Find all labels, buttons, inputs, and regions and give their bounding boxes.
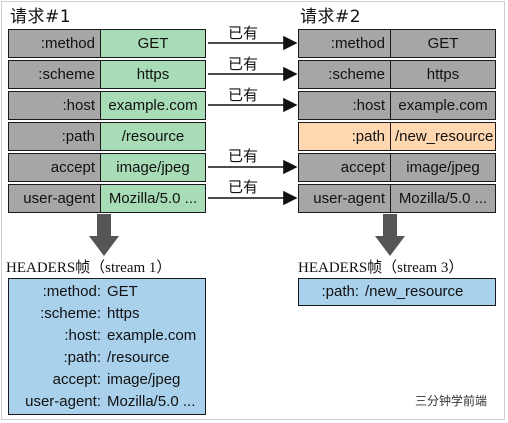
left-down-arrow bbox=[89, 214, 119, 256]
left-frame-key-scheme: :scheme: bbox=[40, 305, 101, 322]
right-row-host: :host example.com bbox=[298, 91, 496, 120]
left-frame-value-accept: image/jpeg bbox=[107, 371, 181, 388]
left-key-accept: accept bbox=[8, 153, 102, 182]
right-value-method: GET bbox=[390, 29, 496, 58]
right-value-path-changed: /new_resource bbox=[390, 122, 496, 151]
left-row-scheme: :scheme https bbox=[8, 60, 206, 89]
left-frame-value-host: example.com bbox=[107, 327, 197, 344]
right-row-path: :path /new_resource bbox=[298, 122, 496, 151]
left-key-path: :path bbox=[8, 122, 102, 151]
right-frame-caption: HEADERS帧（stream 3） bbox=[298, 260, 464, 276]
right-value-scheme: https bbox=[390, 60, 496, 89]
right-key-scheme: :scheme bbox=[298, 60, 392, 89]
left-frame-key-user-agent: user-agent: bbox=[25, 393, 101, 410]
left-row-method: :method GET bbox=[8, 29, 206, 58]
left-key-host: :host bbox=[8, 91, 102, 120]
left-key-method: :method bbox=[8, 29, 102, 58]
left-value-scheme: https bbox=[100, 60, 206, 89]
left-value-user-agent: Mozilla/5.0 ... bbox=[100, 184, 206, 213]
left-frame-value-scheme: https bbox=[107, 305, 140, 322]
right-value-user-agent: Mozilla/5.0 ... bbox=[390, 184, 496, 213]
right-down-arrow bbox=[375, 214, 405, 256]
left-frame-value-user-agent: Mozilla/5.0 ... bbox=[107, 393, 196, 410]
left-key-scheme: :scheme bbox=[8, 60, 102, 89]
watermark-text: 三分钟学前端 bbox=[415, 392, 488, 409]
left-row-host: :host example.com bbox=[8, 91, 206, 120]
label-existing-scheme: 已有 bbox=[228, 55, 259, 73]
right-row-user-agent: user-agent Mozilla/5.0 ... bbox=[298, 184, 496, 213]
left-request-title: 请求#1 bbox=[10, 7, 72, 27]
left-frame-caption: HEADERS帧（stream 1） bbox=[6, 260, 172, 276]
left-headers-frame: :method: GET :scheme: https :host: examp… bbox=[8, 278, 206, 415]
left-value-method: GET bbox=[100, 29, 206, 58]
right-key-accept: accept bbox=[298, 153, 392, 182]
right-key-user-agent: user-agent bbox=[298, 184, 392, 213]
right-row-accept: accept image/jpeg bbox=[298, 153, 496, 182]
right-row-method: :method GET bbox=[298, 29, 496, 58]
label-existing-user-agent: 已有 bbox=[228, 178, 259, 196]
label-existing-host: 已有 bbox=[228, 86, 259, 104]
left-row-accept: accept image/jpeg bbox=[8, 153, 206, 182]
right-key-path: :path bbox=[298, 122, 392, 151]
left-value-accept: image/jpeg bbox=[100, 153, 206, 182]
label-existing-method: 已有 bbox=[228, 24, 259, 42]
right-key-method: :method bbox=[298, 29, 392, 58]
right-value-accept: image/jpeg bbox=[390, 153, 496, 182]
right-headers-frame: :path: /new_resource bbox=[298, 278, 496, 306]
left-frame-key-host: :host: bbox=[64, 327, 101, 344]
left-value-host: example.com bbox=[100, 91, 206, 120]
left-row-path: :path /resource bbox=[8, 122, 206, 151]
left-row-user-agent: user-agent Mozilla/5.0 ... bbox=[8, 184, 206, 213]
right-key-host: :host bbox=[298, 91, 392, 120]
right-request-title: 请求#2 bbox=[300, 7, 362, 27]
left-frame-key-path: :path: bbox=[63, 349, 101, 366]
left-frame-key-method: :method: bbox=[42, 283, 101, 300]
right-row-scheme: :scheme https bbox=[298, 60, 496, 89]
right-value-host: example.com bbox=[390, 91, 496, 120]
left-value-path: /resource bbox=[100, 122, 206, 151]
left-frame-value-path: /resource bbox=[107, 349, 170, 366]
left-frame-value-method: GET bbox=[107, 283, 138, 300]
label-existing-accept: 已有 bbox=[228, 147, 259, 165]
left-frame-key-accept: accept: bbox=[52, 371, 101, 388]
right-frame-value-path: /new_resource bbox=[365, 283, 464, 300]
right-frame-key-path: :path: bbox=[321, 283, 359, 300]
